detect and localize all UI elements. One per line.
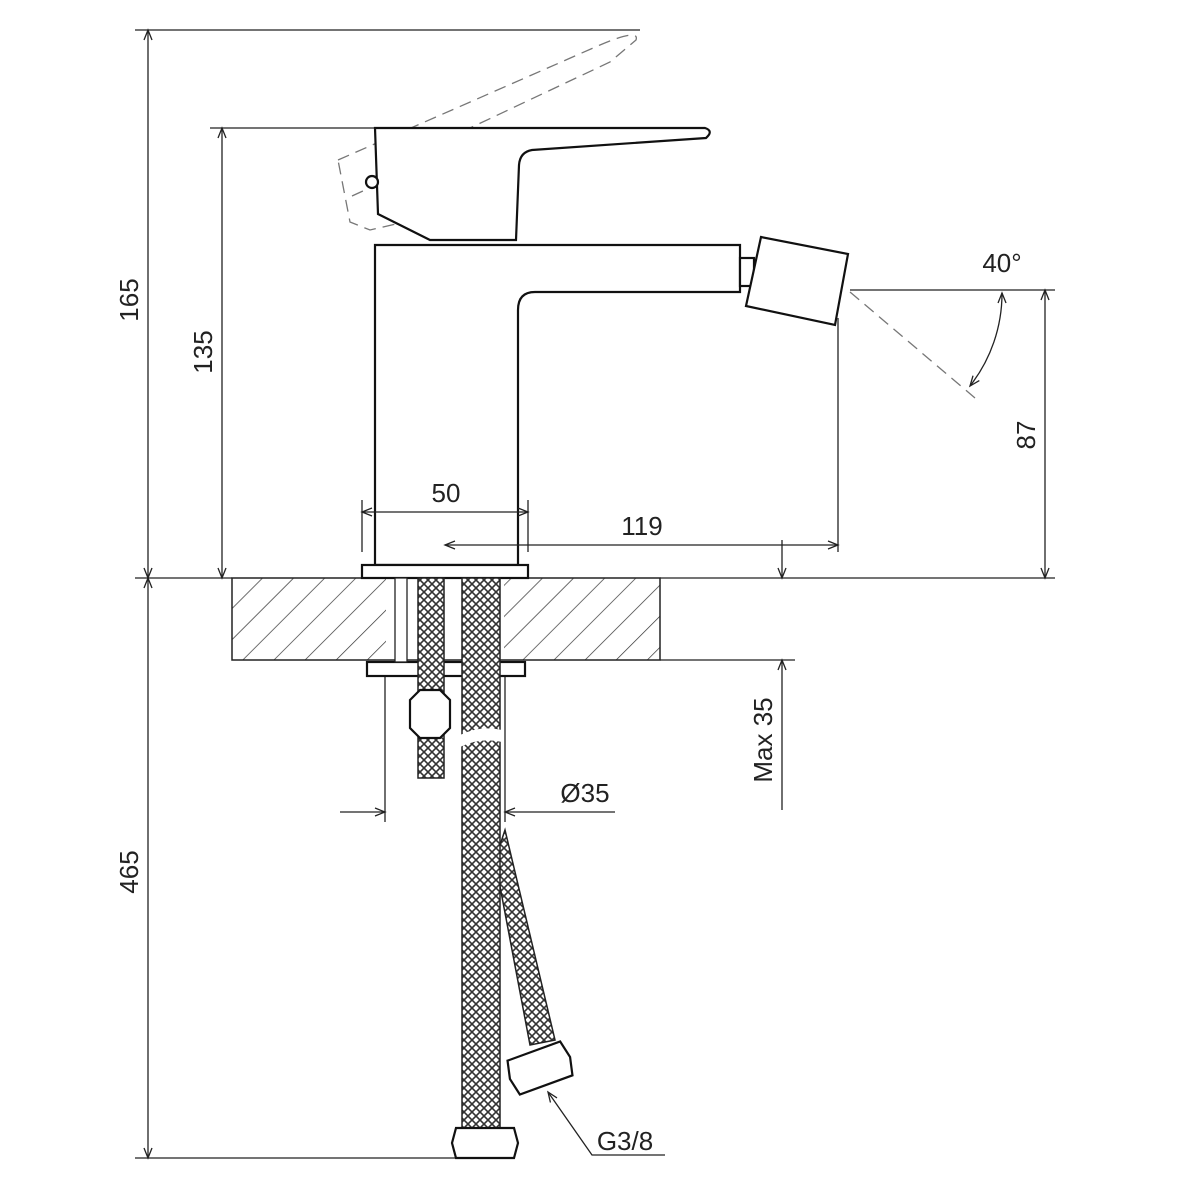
extension-lines (135, 29, 1055, 1159)
dim-spout-reach: 119 (621, 511, 662, 541)
dimension-lines (143, 28, 1050, 1160)
countertop-section (231, 577, 661, 661)
dim-spray-angle: 40° (982, 248, 1021, 278)
dim-body-height: 135 (188, 330, 218, 373)
dim-hose-length: 465 (114, 850, 144, 893)
fixing-rod (394, 577, 452, 779)
dim-hole-diameter: Ø35 (560, 778, 609, 808)
dim-body-width: 50 (432, 478, 461, 508)
dim-max-thickness: Max 35 (748, 697, 778, 782)
supply-hoses (450, 577, 574, 1160)
dim-spout-height: 87 (1011, 421, 1041, 450)
dim-total-height: 165 (114, 278, 144, 321)
dim-connection-thread: G3/8 (597, 1126, 653, 1156)
